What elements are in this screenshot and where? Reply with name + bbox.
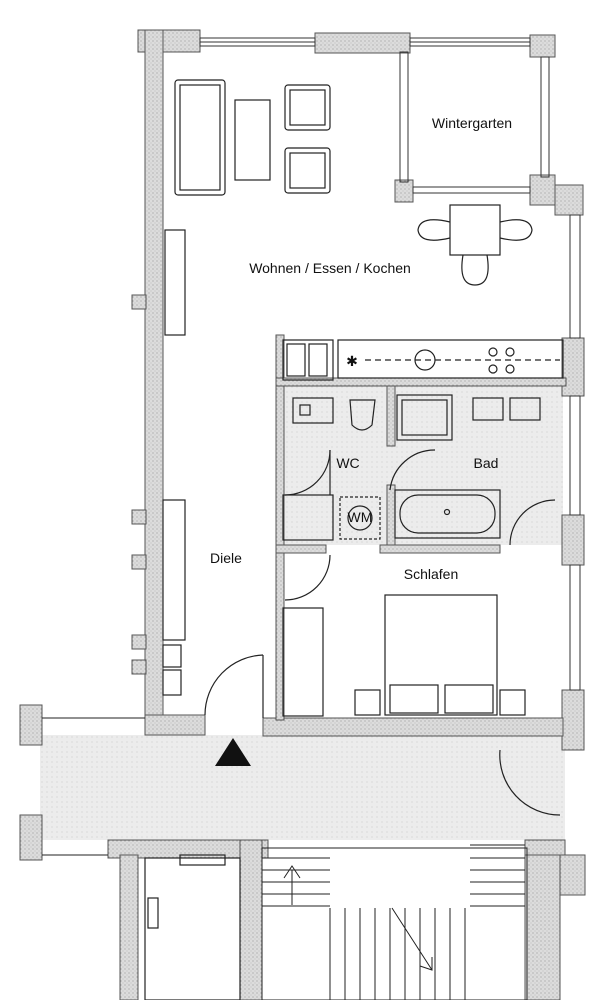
staircase [261, 844, 528, 1000]
floor-tiles [40, 385, 565, 840]
fridge-icon: ✱ [346, 353, 358, 369]
bedroom-furniture [282, 594, 526, 717]
corridor-lines [42, 717, 145, 856]
walls [19, 29, 586, 1000]
room-labels: Wintergarten Wohnen / Essen / Kochen WC … [210, 115, 512, 582]
windows [199, 37, 581, 691]
elevator [144, 854, 241, 1000]
room-label-wohnen: Wohnen / Essen / Kochen [249, 260, 411, 276]
room-label-wintergarten: Wintergarten [432, 115, 512, 131]
room-label-bad: Bad [474, 455, 499, 471]
wc-fixtures [292, 397, 376, 431]
room-label-diele: Diele [210, 550, 242, 566]
room-label-schlafen: Schlafen [404, 566, 458, 582]
kitchen-counter [282, 339, 564, 381]
bath-fixtures [282, 394, 541, 541]
living-furniture [164, 79, 331, 336]
entrance-marker-icon [215, 738, 251, 766]
dining-table [417, 204, 533, 286]
doors [204, 449, 561, 816]
hall-cabinets [162, 499, 186, 696]
washing-machine-label: WM [348, 509, 373, 525]
room-label-wc: WC [336, 455, 359, 471]
